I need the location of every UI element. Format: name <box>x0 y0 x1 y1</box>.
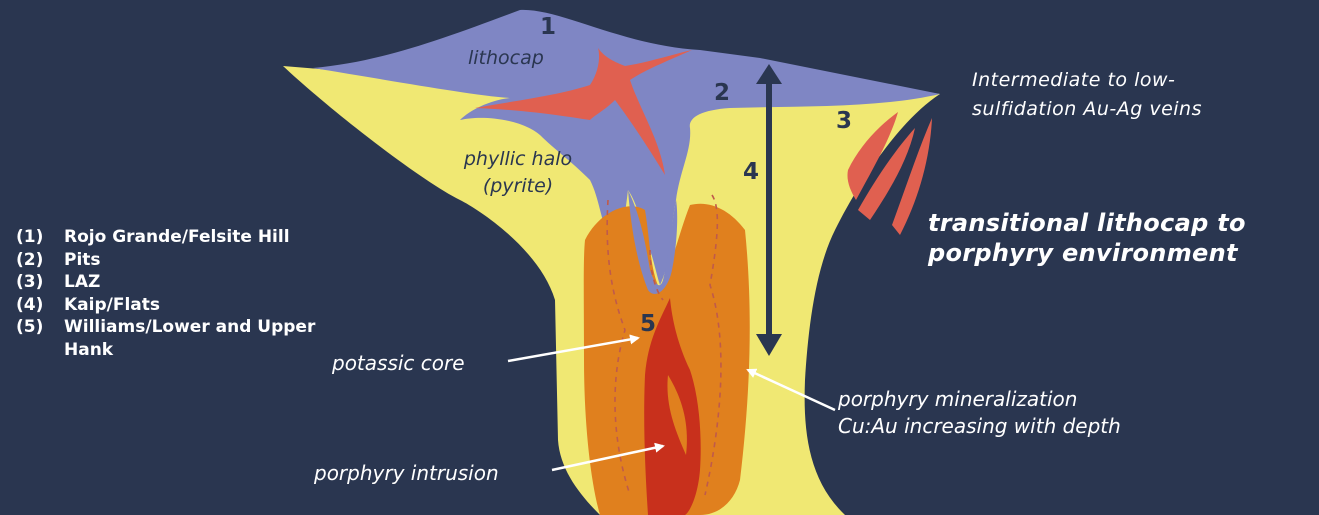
legend-row: (5)Williams/Lower and Upper Hank <box>16 316 334 361</box>
zone-number-3: 3 <box>836 108 852 134</box>
zone-number-4: 4 <box>743 159 759 185</box>
mineralization-line-1: porphyry mineralization <box>838 386 1121 413</box>
veins-label: Intermediate to low- sulfidation Au-Ag v… <box>972 66 1202 124</box>
legend-text: Kaip/Flats <box>64 294 334 317</box>
zone-number-5: 5 <box>640 311 656 337</box>
legend-row: (1)Rojo Grande/Felsite Hill <box>16 226 334 249</box>
veins-line-1: Intermediate to low- <box>972 66 1202 95</box>
mineralization-label: porphyry mineralization Cu:Au increasing… <box>838 386 1121 440</box>
transition-heading: transitional lithocap to porphyry enviro… <box>928 208 1246 268</box>
mineralization-line-2: Cu:Au increasing with depth <box>838 413 1121 440</box>
legend-text: Williams/Lower and Upper Hank <box>64 316 326 361</box>
deposit-legend: (1)Rojo Grande/Felsite Hill (2)Pits (3)L… <box>16 226 334 361</box>
legend-row: (2)Pits <box>16 249 334 272</box>
zone-number-1: 1 <box>540 14 556 40</box>
legend-key: (4) <box>16 294 64 317</box>
legend-row: (3)LAZ <box>16 271 334 294</box>
potassic-core-label: potassic core <box>332 351 465 375</box>
legend-text: LAZ <box>64 271 334 294</box>
legend-key: (1) <box>16 226 64 249</box>
porphyry-intrusion-label: porphyry intrusion <box>314 461 499 485</box>
legend-text: Pits <box>64 249 334 272</box>
transition-line-2: porphyry environment <box>928 238 1246 268</box>
phyllic-line-2: (pyrite) <box>446 173 590 200</box>
legend-key: (5) <box>16 316 64 361</box>
zone-number-2: 2 <box>714 80 730 106</box>
veins-line-2: sulfidation Au-Ag veins <box>972 95 1202 124</box>
phyllic-halo-label: phyllic halo (pyrite) <box>446 146 590 200</box>
legend-text: Rojo Grande/Felsite Hill <box>64 226 334 249</box>
legend-key: (3) <box>16 271 64 294</box>
lithocap-label: lithocap <box>468 47 544 69</box>
legend-key: (2) <box>16 249 64 272</box>
legend-row: (4)Kaip/Flats <box>16 294 334 317</box>
phyllic-line-1: phyllic halo <box>446 146 590 173</box>
transition-line-1: transitional lithocap to <box>928 208 1246 238</box>
